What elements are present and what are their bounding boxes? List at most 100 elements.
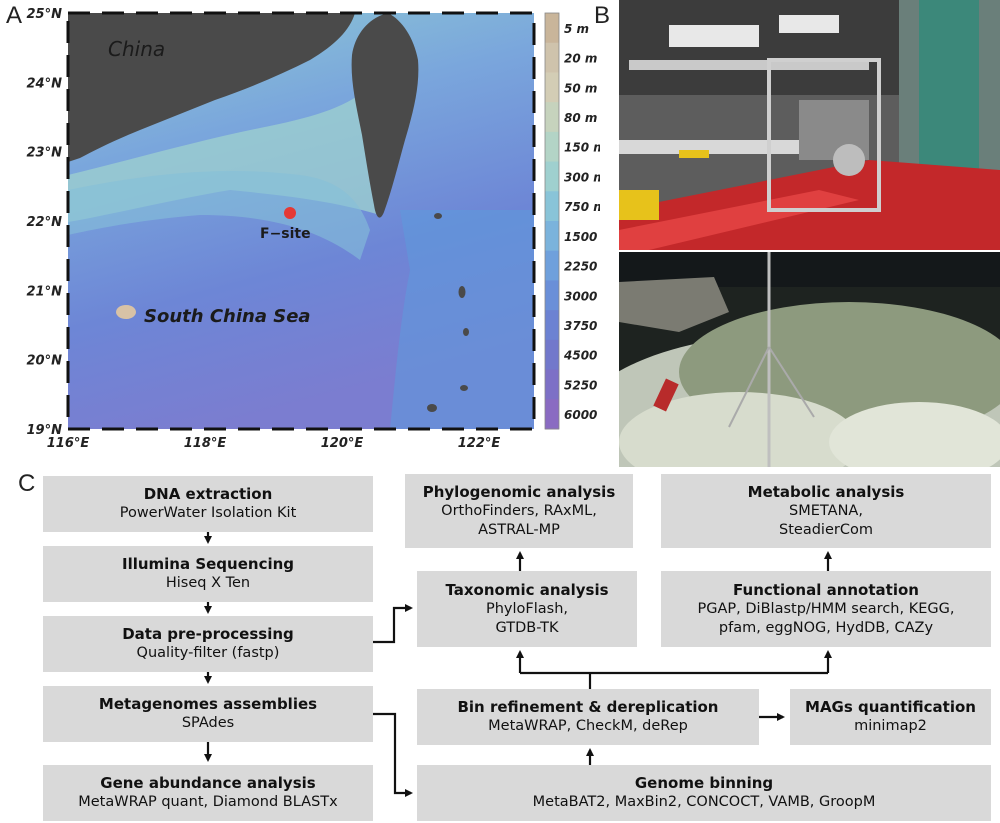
phylogenomic-analysis-box: Phylogenomic analysis OrthoFinders, RAxM…	[405, 474, 633, 548]
metagenome-assembly-title: Metagenomes assemblies	[98, 695, 318, 713]
depth-legend-label: 3000 m	[564, 289, 600, 303]
taxonomic-title: Taxonomic analysis	[445, 580, 609, 599]
gene-abundance-desc: MetaWRAP quant, Diamond BLASTx	[78, 794, 338, 810]
bin-refinement-desc: MetaWRAP, CheckM, deRep	[488, 718, 688, 734]
depth-legend-swatch	[545, 161, 559, 192]
latitude-tick-label: 23°N	[27, 146, 63, 161]
longitude-tick-label: 118°E	[184, 436, 227, 450]
dongsha-atoll	[116, 305, 136, 319]
panel-label-b: B	[594, 2, 611, 29]
data-preprocessing-title: Data pre-processing	[122, 625, 294, 643]
latitude-tick-label: 19°N	[27, 423, 63, 438]
illumina-sequencing-title: Illumina Sequencing	[121, 555, 295, 573]
functional-desc-line2: pfam, eggNOG, HydDB, CAZy	[718, 619, 934, 636]
latitude-tick-label: 20°N	[27, 354, 63, 369]
island-5	[427, 404, 437, 412]
depth-legend-label: 20 m	[564, 52, 597, 66]
arrow-preproc-to-taxonomic	[373, 604, 413, 644]
depth-legend-swatch	[545, 191, 559, 222]
mags-quantification-desc: minimap2	[854, 718, 927, 734]
depth-legend-label: 80 m	[564, 111, 597, 125]
taxonomic-desc-line1: PhyloFlash,	[485, 600, 569, 617]
latitude-tick-label: 25°N	[27, 7, 63, 22]
phylogenomic-title: Phylogenomic analysis	[422, 482, 616, 501]
phylogenomic-desc-line2: ASTRAL-MP	[478, 521, 560, 538]
metabolic-desc-line2: SteadierCom	[779, 521, 873, 538]
depth-legend-label: 4500 m	[563, 349, 600, 363]
depth-legend-label: 150 m	[564, 141, 600, 155]
taxonomic-analysis-box: Taxonomic analysis PhyloFlash, GTDB-TK	[417, 571, 637, 647]
genome-binning-box: Genome binning MetaBAT2, MaxBin2, CONCOC…	[417, 765, 991, 821]
longitude-tick-label: 120°E	[321, 436, 364, 450]
depth-legend: 5 m 20 m 50 m 80 m 150 m 300 m 750 m 1500 m 2250…	[544, 12, 600, 430]
depth-legend-swatch	[545, 369, 559, 400]
depth-legend-frame	[544, 12, 560, 430]
depth-legend-swatch	[545, 310, 559, 341]
bin-refinement-box: Bin refinement & dereplication MetaWRAP,…	[417, 689, 759, 745]
island-4	[460, 385, 468, 391]
bin-refinement-title: Bin refinement & dereplication	[457, 698, 719, 716]
latitude-ticks: 25°N24°N23°N22°N21°N20°N19°N	[27, 7, 63, 438]
mags-quantification-title: MAGs quantification	[805, 698, 976, 716]
depth-legend-label: 5 m	[564, 22, 589, 36]
depth-legend-swatch	[545, 131, 559, 163]
latitude-tick-label: 21°N	[27, 284, 63, 299]
depth-legend-swatch	[545, 250, 559, 281]
gene-abundance-title: Gene abundance analysis	[100, 774, 316, 792]
phylogenomic-desc-line1: OrthoFinders, RAxML,	[441, 502, 597, 519]
gene-abundance-box: Gene abundance analysis MetaWRAP quant, …	[43, 765, 373, 821]
depth-legend-swatch	[545, 339, 559, 371]
illumina-sequencing-box: Illumina Sequencing Hiseq X Ten	[43, 546, 373, 602]
data-preprocessing-desc: Quality-filter (fastp)	[136, 645, 280, 661]
depth-legend-label: 300 m	[564, 170, 600, 184]
metabolic-desc-line1: SMETANA,	[789, 502, 863, 519]
illumina-sequencing-desc: Hiseq X Ten	[165, 575, 251, 591]
island-3	[463, 328, 469, 336]
depth-legend-label: 5250 m	[564, 378, 600, 392]
data-preprocessing-box: Data pre-processing Quality-filter (fast…	[43, 616, 373, 672]
depth-legend-swatch	[545, 280, 559, 311]
depth-legend-swatch	[545, 13, 559, 44]
metabolic-analysis-box: Metabolic analysis SMETANA, SteadierCom	[661, 474, 991, 548]
depth-legend-swatch	[545, 72, 559, 103]
depth-legend-label: 50 m	[564, 81, 597, 95]
metabolic-title: Metabolic analysis	[747, 482, 905, 501]
dna-extraction-desc: PowerWater Isolation Kit	[119, 505, 297, 521]
f-site-marker	[284, 207, 296, 219]
depth-legend-label: 750 m	[564, 200, 600, 214]
dna-extraction-box: DNA extraction PowerWater Isolation Kit	[43, 476, 373, 532]
panel-label-c: C	[18, 470, 36, 497]
taiwan-island	[351, 13, 419, 218]
island-2	[458, 286, 466, 298]
longitude-tick-label: 122°E	[458, 436, 501, 450]
longitude-tick-label: 116°E	[47, 436, 90, 450]
map-svg: China South China Sea F−site 25°N24°N23°…	[27, 7, 600, 450]
functional-title: Functional annotation	[733, 580, 919, 599]
lander-photo	[619, 0, 1000, 250]
depth-legend-swatch	[545, 221, 559, 252]
china-landmass	[68, 13, 355, 162]
seafloor-photo	[619, 252, 1000, 467]
depth-legend-label: 6000 m	[564, 408, 600, 422]
f-site-label: F−site	[260, 226, 311, 242]
latitude-tick-label: 22°N	[27, 215, 63, 230]
depth-legend-label: 2250 m	[564, 260, 600, 274]
genome-binning-title: Genome binning	[634, 774, 774, 792]
taxonomic-desc-line2: GTDB-TK	[495, 619, 559, 636]
functional-desc-line1: PGAP, DiBlastp/HMM search, KEGG,	[697, 600, 955, 617]
depth-legend-label: 1500 m	[564, 230, 600, 244]
slope-zone	[68, 170, 370, 260]
mags-quantification-box: MAGs quantification minimap2	[790, 689, 991, 745]
arrow-assembly-to-binning	[373, 712, 413, 797]
china-label: China	[108, 37, 165, 61]
east-ridge-zone	[390, 210, 534, 429]
metagenome-assembly-desc: SPAdes	[181, 715, 235, 731]
island-1	[434, 213, 442, 219]
dna-extraction-title: DNA extraction	[143, 485, 273, 503]
panel-label-a: A	[6, 2, 23, 29]
south-china-sea-label: South China Sea	[144, 306, 311, 327]
depth-legend-label: 3750 m	[564, 319, 600, 333]
depth-legend-swatch	[545, 42, 559, 73]
metagenome-assembly-box: Metagenomes assemblies SPAdes	[43, 686, 373, 742]
